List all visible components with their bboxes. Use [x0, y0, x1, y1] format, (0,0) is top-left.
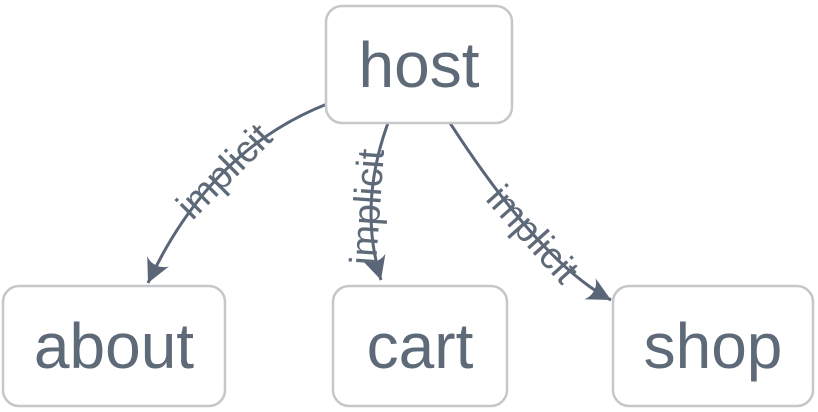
- edge-label: implicit: [169, 115, 281, 227]
- edge-host-cart[interactable]: implicit: [343, 122, 393, 281]
- node-box[interactable]: [324, 4, 514, 125]
- edge-line[interactable]: [448, 122, 612, 302]
- node-host[interactable]: host: [324, 4, 514, 125]
- edge-label: implicit: [343, 147, 393, 266]
- node-box[interactable]: [611, 284, 815, 408]
- edge-host-shop[interactable]: implicit: [448, 122, 612, 302]
- node-about[interactable]: about: [1, 284, 227, 408]
- node-label: cart: [367, 310, 474, 382]
- edge-label: implicit: [478, 177, 587, 292]
- edge-line[interactable]: [362, 122, 390, 281]
- node-box[interactable]: [1, 284, 227, 408]
- node-shop[interactable]: shop: [611, 284, 815, 408]
- node-box[interactable]: [331, 284, 509, 408]
- node-label: about: [34, 310, 194, 382]
- edge-line[interactable]: [146, 102, 328, 284]
- node-cart[interactable]: cart: [331, 284, 509, 408]
- node-label: host: [359, 29, 480, 101]
- edge-host-about[interactable]: implicit: [146, 102, 328, 284]
- node-label: shop: [644, 310, 783, 382]
